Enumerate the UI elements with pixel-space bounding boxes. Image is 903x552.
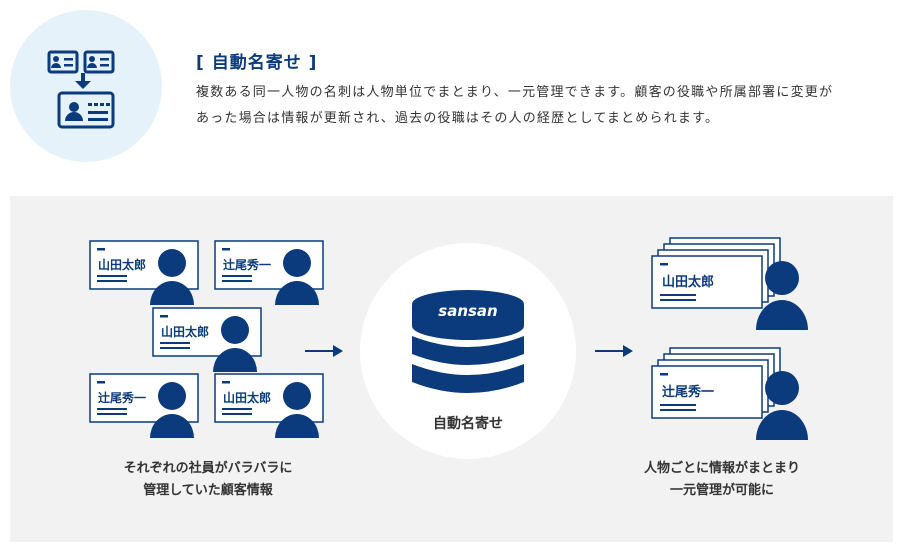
left-caption-line-2: 管理していた顧客情報 bbox=[143, 483, 273, 498]
left-card-3: 山田太郎 bbox=[152, 307, 262, 372]
left-card-1: 山田太郎 bbox=[89, 240, 199, 305]
right-card-stack-1: 山田太郎 bbox=[651, 237, 808, 330]
right-caption: 人物ごとに情報がまとまり 一元管理が可能に bbox=[622, 458, 822, 502]
center-label: 自動名寄せ bbox=[433, 415, 503, 432]
left-caption-line-1: それぞれの社員がバラバラに bbox=[123, 461, 293, 476]
feature-description: 複数ある同一人物の名刺は人物単位でまとまり、一元管理できます。顧客の役職や所属部… bbox=[196, 80, 886, 132]
left-card-1-name: 山田太郎 bbox=[98, 257, 146, 272]
left-card-3-name: 山田太郎 bbox=[161, 324, 209, 339]
arrow-right-icon bbox=[595, 345, 633, 357]
card-merge-icon bbox=[47, 50, 115, 129]
right-caption-line-1: 人物ごとに情報がまとまり bbox=[643, 461, 800, 476]
feature-icon-circle bbox=[10, 10, 162, 162]
description-line-1: 複数ある同一人物の名刺は人物単位でまとまり、一元管理できます。顧客の役職や所属部… bbox=[196, 85, 834, 100]
right-card-stack-2: 辻尾秀一 bbox=[651, 347, 808, 440]
left-card-2: 辻尾秀一 bbox=[214, 240, 324, 305]
arrow-right-icon bbox=[305, 345, 343, 357]
sansan-merge-node: sansan 自動名寄せ bbox=[360, 243, 576, 459]
left-caption: それぞれの社員がバラバラに 管理していた顧客情報 bbox=[98, 458, 318, 502]
person-icon bbox=[756, 371, 808, 440]
left-card-2-name: 辻尾秀一 bbox=[223, 257, 271, 272]
left-card-4-name: 辻尾秀一 bbox=[98, 390, 146, 405]
description-line-2: あった場合は情報が更新され、過去の役職はその人の経歴としてまとめられます。 bbox=[196, 111, 720, 126]
person-icon bbox=[756, 261, 808, 330]
diagram-panel: 山田太郎 辻尾秀一 山田太郎 辻尾秀一 山田太郎 bbox=[10, 196, 893, 542]
left-card-5-name: 山田太郎 bbox=[223, 390, 271, 405]
right-card-2-name: 辻尾秀一 bbox=[662, 384, 714, 400]
right-caption-line-2: 一元管理が可能に bbox=[669, 483, 774, 498]
left-card-4: 辻尾秀一 bbox=[89, 373, 199, 438]
right-card-1-name: 山田太郎 bbox=[662, 274, 714, 290]
sansan-logo: sansan bbox=[438, 302, 497, 320]
left-card-5: 山田太郎 bbox=[214, 373, 324, 438]
feature-title: [ 自動名寄せ ] bbox=[196, 53, 318, 73]
